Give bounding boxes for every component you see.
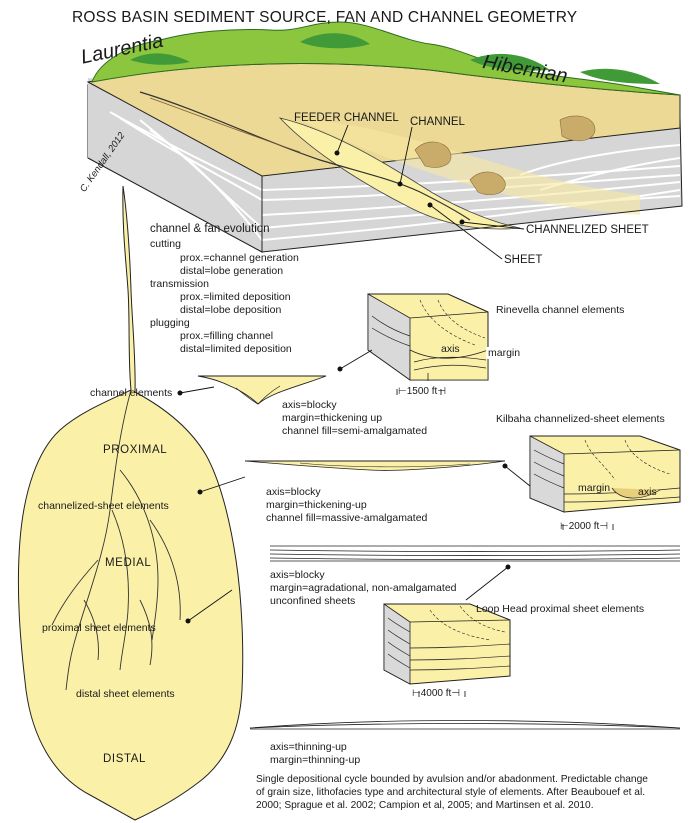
kilbaha-axis-label: axis (638, 486, 657, 498)
rinevella-scale: ⊢1500 ft⊣ (398, 386, 447, 397)
kilbaha-margin-label: margin (578, 482, 611, 494)
rinevella-title: Rinevella channel elements (496, 304, 625, 316)
label-feeder-channel: FEEDER CHANNEL (294, 112, 399, 124)
zone-medial: MEDIAL (105, 557, 152, 569)
evolution-line: plugging (150, 317, 190, 329)
evolution-line: prox.=channel generation (180, 252, 299, 264)
submarine-fan (17, 185, 244, 821)
footnote-line: of grain size, lithofacies type and arch… (256, 787, 646, 798)
evolution-line: distal=lobe generation (180, 265, 284, 277)
proximal-sheet-cross-section (269, 545, 681, 562)
label-channelized-sheet: CHANNELIZED SHEET (526, 224, 649, 236)
channel-cross-section (197, 375, 327, 405)
zone-proximal: PROXIMAL (103, 444, 168, 456)
kilbaha-block (529, 435, 681, 513)
label-distal-sheet-elements: distal sheet elements (76, 688, 175, 700)
label-channelized-sheet-elements: channelized-sheet elements (38, 500, 169, 512)
evolution-line: transmission (150, 278, 209, 290)
label-sheet: SHEET (504, 254, 543, 266)
diagram-title: ROSS BASIN SEDIMENT SOURCE, FAN AND CHAN… (72, 9, 578, 26)
channel-desc-line: channel fill=semi-amalgamated (282, 425, 428, 437)
footnote-line: 2000; Sprague et al. 2002; Campion et al… (256, 800, 594, 811)
psheet-desc-line: axis=blocky (270, 569, 325, 581)
rinevella-margin-label: margin (486, 347, 523, 359)
channelized-sheet-cross-section (244, 460, 506, 471)
chsheet-desc-line: axis=blocky (266, 486, 321, 498)
scale-bars (396, 389, 614, 697)
dsheet-desc-line: axis=thinning-up (270, 741, 347, 753)
distal-sheet-cross-section (249, 720, 681, 730)
channel-desc-line: axis=blocky (282, 399, 337, 411)
label-channel-elements: channel elements (90, 387, 173, 399)
loophead-scale: ⊢4000 ft⊣ (412, 688, 461, 699)
evolution-line: distal=limited deposition (180, 343, 292, 355)
rinevella-block (367, 293, 489, 381)
rinevella-axis-label: axis (441, 343, 460, 355)
psheet-desc-line: unconfined sheets (270, 595, 356, 607)
label-proximal-sheet-elements: proximal sheet elements (42, 622, 156, 634)
evolution-line: prox.=filling channel (180, 330, 274, 342)
psheet-desc-line: margin=agradational, non-amalgamated (270, 582, 457, 594)
label-channel: CHANNEL (410, 116, 465, 128)
loophead-block (383, 603, 511, 685)
evolution-line: cutting (150, 238, 181, 250)
evolution-line: prox.=limited deposition (180, 291, 291, 303)
loophead-title: Loop Head proximal sheet elements (476, 603, 645, 615)
footnote-line: Single depositional cycle bounded by avu… (256, 774, 648, 785)
zone-distal: DISTAL (103, 753, 147, 765)
chsheet-desc-line: margin=thickening-up (266, 499, 367, 511)
kilbaha-scale: ⊢2000 ft⊣ (560, 521, 609, 532)
kilbaha-title: Kilbaha channelized-sheet elements (496, 413, 665, 425)
channel-desc-line: margin=thickening up (282, 412, 383, 424)
evolution-heading: channel & fan evolution (150, 223, 270, 235)
basin-block (86, 21, 683, 260)
chsheet-desc-line: channel fill=massive-amalgamated (266, 512, 428, 524)
evolution-line: distal=lobe deposition (180, 304, 282, 316)
dsheet-desc-line: margin=thinning-up (270, 754, 361, 766)
